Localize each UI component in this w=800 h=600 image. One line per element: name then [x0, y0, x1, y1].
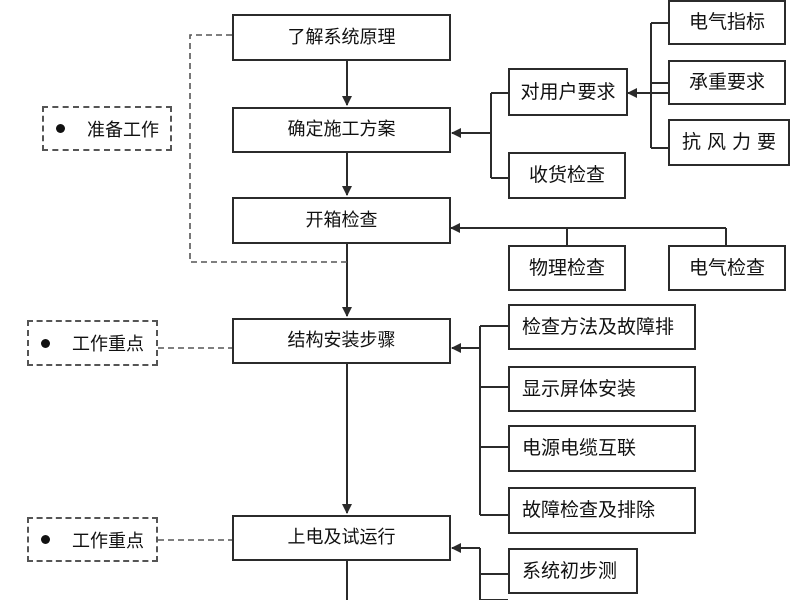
- wind-requirement-box: 抗 风 力 要: [668, 119, 790, 166]
- electrical-spec-box: 电气指标: [668, 0, 786, 45]
- note-label: 工作重点: [72, 530, 144, 552]
- box-label: 检查方法及故障排: [522, 315, 675, 338]
- box-label: 电气检查: [688, 256, 765, 279]
- focus-note-1: 工作重点: [27, 320, 158, 366]
- box-label: 系统初步测: [522, 559, 618, 582]
- step-label: 开箱检查: [305, 209, 378, 231]
- preparation-bracket: [189, 34, 347, 263]
- box-label: 物理检查: [528, 256, 605, 279]
- bullet-dot: [56, 124, 65, 133]
- step-unboxing-check: 开箱检查: [232, 197, 451, 244]
- step-structure-install: 结构安装步骤: [232, 318, 451, 364]
- box-label: 承重要求: [688, 71, 765, 93]
- electrical-check-box: 电气检查: [668, 245, 786, 291]
- user-requirements-box: 对用户要求: [508, 68, 628, 116]
- note-label: 准备工作: [87, 119, 159, 141]
- box-label: 抗 风 力 要: [681, 131, 777, 153]
- physical-check-box: 物理检查: [508, 245, 626, 291]
- box-label: 电气指标: [688, 11, 765, 33]
- load-requirement-box: 承重要求: [668, 60, 786, 105]
- box-label: 显示屏体安装: [522, 377, 637, 400]
- receipt-check-box: 收货检查: [508, 152, 626, 199]
- step-label: 结构安装步骤: [287, 330, 396, 351]
- focus-note-2: 工作重点: [27, 517, 158, 562]
- bullet-dot: [41, 338, 50, 348]
- box-label: 收货检查: [528, 164, 605, 186]
- install-step-box: 故障检查及排除: [508, 487, 696, 534]
- box-label: 故障检查及排除: [522, 499, 656, 521]
- install-step-box: 检查方法及故障排: [508, 304, 696, 350]
- step-label: 确定施工方案: [287, 119, 396, 140]
- step-label: 了解系统原理: [287, 26, 396, 48]
- install-step-box: 显示屏体安装: [508, 366, 696, 412]
- step-label: 上电及试运行: [287, 527, 396, 548]
- note-label: 工作重点: [72, 334, 144, 355]
- box-label: 电源电缆互联: [522, 437, 637, 459]
- step-understand-system: 了解系统原理: [232, 14, 451, 61]
- step-power-on-trial: 上电及试运行: [232, 515, 451, 561]
- box-label: 对用户要求: [520, 80, 616, 103]
- poweron-step-box: 系统初步测: [508, 548, 638, 594]
- preparation-note: 准备工作: [42, 106, 172, 151]
- bullet-dot: [41, 535, 50, 544]
- step-construction-plan: 确定施工方案: [232, 107, 451, 153]
- install-step-box: 电源电缆互联: [508, 425, 696, 472]
